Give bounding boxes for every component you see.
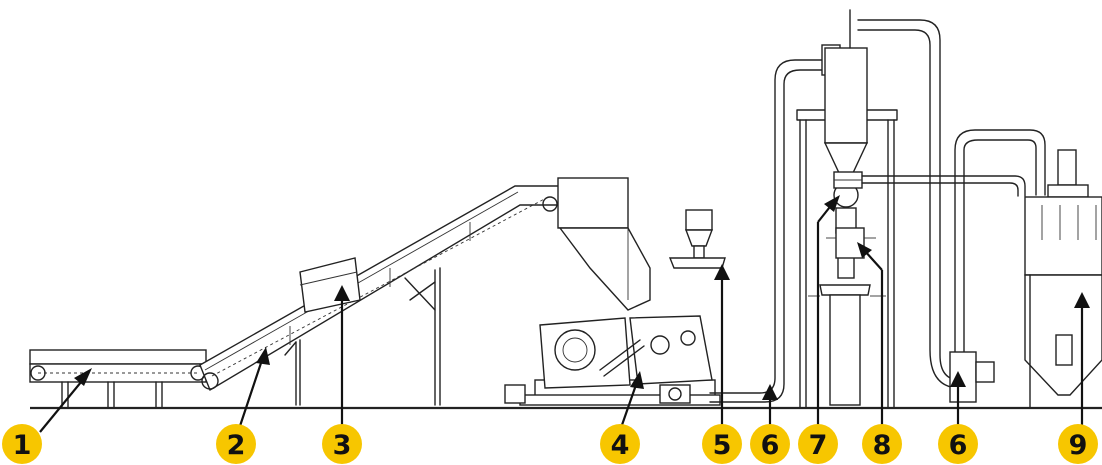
callout-badge-6b: 6 <box>938 424 978 464</box>
badge-circle <box>702 424 742 464</box>
callout-badge-1: 1 <box>2 424 42 464</box>
callout-badge-5: 5 <box>702 424 742 464</box>
storage-silo <box>1024 149 1102 409</box>
horizontal-pipe <box>861 175 1026 197</box>
badge-circle <box>216 424 256 464</box>
conveying-pipe-left <box>709 44 841 403</box>
badge-label: 3 <box>333 430 352 461</box>
cyclone-tower <box>796 9 898 409</box>
feed-conveyor <box>29 349 207 409</box>
badge-circle <box>600 424 640 464</box>
badge-label: 8 <box>873 430 892 461</box>
badge-label: 7 <box>809 430 828 461</box>
callout-badge-7: 7 <box>798 424 838 464</box>
arrow-3 <box>334 285 350 425</box>
badge-label: 6 <box>761 430 780 461</box>
callout-badge-3: 3 <box>322 424 362 464</box>
badge-circle <box>1058 424 1098 464</box>
callout-badge-6a: 6 <box>750 424 790 464</box>
granulator <box>504 315 721 406</box>
arrow-1 <box>39 368 92 433</box>
badge-label: 6 <box>949 430 968 461</box>
arrow-4 <box>620 371 644 426</box>
badge-circle <box>750 424 790 464</box>
badge-circle <box>2 424 42 464</box>
badge-label: 2 <box>227 430 246 461</box>
arrow-7 <box>816 195 840 425</box>
feed-chute <box>557 177 651 311</box>
badge-circle <box>322 424 362 464</box>
arrow-6a <box>762 384 778 425</box>
callout-badge-8: 8 <box>862 424 902 464</box>
arrow-8 <box>857 242 884 425</box>
badge-label: 9 <box>1069 430 1088 461</box>
callout-badge-2: 2 <box>216 424 256 464</box>
rotary-valve <box>833 171 863 189</box>
arrow-9 <box>1074 292 1090 425</box>
callout-badge-9: 9 <box>1058 424 1098 464</box>
badge-label: 1 <box>13 430 32 461</box>
sieve-unit <box>826 227 876 259</box>
badge-label: 4 <box>611 430 630 461</box>
badge-circle <box>798 424 838 464</box>
callout-arrows <box>39 195 1090 433</box>
conveying-pipe-right <box>949 129 1046 408</box>
badge-label: 5 <box>713 430 732 461</box>
inclined-conveyor <box>199 185 561 406</box>
badge-circle <box>938 424 978 464</box>
callout-badge-4: 4 <box>600 424 640 464</box>
arrow-6b <box>950 371 966 425</box>
arrow-5 <box>714 264 730 425</box>
arrow-2 <box>238 347 270 427</box>
badge-circle <box>862 424 902 464</box>
dosing-hopper <box>668 209 726 269</box>
return-pipe-top <box>857 19 961 389</box>
